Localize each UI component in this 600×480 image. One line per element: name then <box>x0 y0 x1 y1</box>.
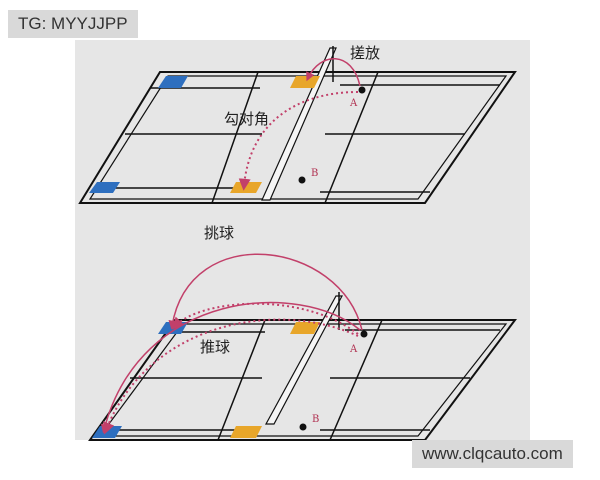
point-b-label: B <box>311 168 318 179</box>
orange-zone <box>290 322 320 334</box>
point-a-label: A <box>349 98 358 109</box>
short-service-line <box>324 71 379 204</box>
court-outline <box>88 319 517 441</box>
cross-label: 勾对角 <box>224 110 269 128</box>
bottom-court: 挑球 推球 A B <box>88 224 517 441</box>
short-service-line <box>217 319 266 441</box>
short-service-line <box>329 319 383 441</box>
net-shot-label: 搓放 <box>350 44 380 62</box>
court-outline <box>78 71 517 204</box>
push-arrow <box>171 302 359 335</box>
net-shot-arrow <box>306 58 361 87</box>
orange-zone <box>230 426 262 438</box>
court-inner-outline <box>98 323 508 437</box>
player-b <box>298 176 306 184</box>
diagram-background <box>75 40 530 440</box>
cross-arrow <box>238 91 359 191</box>
orange-zone <box>230 182 262 193</box>
net <box>261 47 337 201</box>
lift-arrow <box>168 253 363 331</box>
player-b <box>299 423 307 431</box>
point-b-label: B <box>312 414 319 425</box>
push-arrow <box>103 318 359 435</box>
top-court: 搓放 勾对角 A B <box>78 44 517 204</box>
point-a-label: A <box>349 344 358 355</box>
lift-arrow <box>100 301 361 434</box>
blue-zone <box>158 76 188 88</box>
watermark-top: TG: MYYJJPP <box>8 10 138 38</box>
lift-label: 挑球 <box>204 224 234 242</box>
player-a <box>358 86 366 94</box>
blue-zone <box>89 182 120 193</box>
player-a <box>360 330 368 338</box>
net <box>264 295 343 425</box>
push-label: 推球 <box>200 338 230 356</box>
watermark-bottom: www.clqcauto.com <box>412 440 573 468</box>
short-service-line <box>211 71 259 204</box>
court-inner-outline <box>88 75 508 200</box>
